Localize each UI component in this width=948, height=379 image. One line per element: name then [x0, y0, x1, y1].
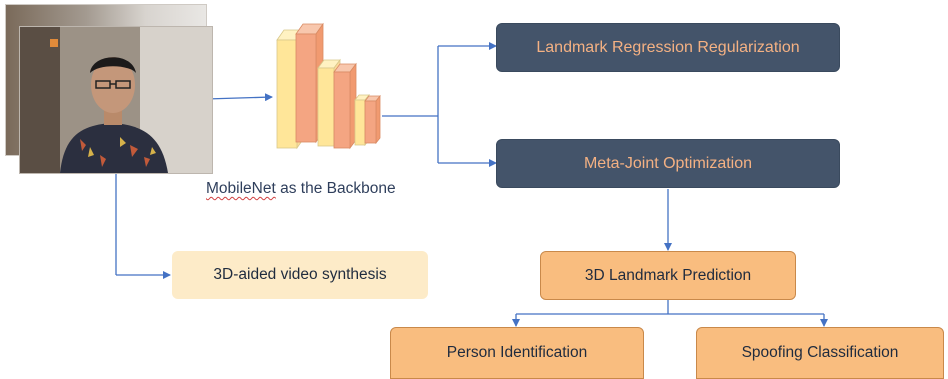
- video-synthesis-label: 3D-aided video synthesis: [213, 266, 387, 283]
- mobilenet-backbone-icon: [276, 22, 381, 150]
- meta-joint-optimization-box: Meta-Joint Optimization: [496, 139, 840, 188]
- spoofing-classification-box: Spoofing Classification: [696, 327, 944, 379]
- landmark-prediction-label: 3D Landmark Prediction: [584, 266, 752, 284]
- landmark-regularization-box: Landmark Regression Regularization: [496, 23, 840, 72]
- person-photo-illustration: [20, 27, 212, 173]
- arrow-photo-to-backbone: [205, 93, 273, 102]
- backbone-caption: MobileNet as the Backbone: [206, 180, 396, 198]
- landmark-prediction-box: 3D Landmark Prediction: [540, 251, 796, 300]
- meta-joint-optimization-label: Meta-Joint Optimization: [583, 154, 753, 172]
- backbone-caption-rest: as the Backbone: [275, 180, 396, 197]
- backbone-caption-name: MobileNet: [206, 180, 276, 197]
- landmark-regularization-label: Landmark Regression Regularization: [536, 38, 800, 56]
- spoofing-classification-label: Spoofing Classification: [741, 344, 899, 361]
- person-identification-box: Person Identification: [390, 327, 644, 379]
- input-photo-stack: [6, 5, 216, 175]
- video-synthesis-box: 3D-aided video synthesis: [172, 251, 428, 299]
- person-identification-label: Person Identification: [446, 344, 588, 361]
- input-photo: [20, 27, 212, 173]
